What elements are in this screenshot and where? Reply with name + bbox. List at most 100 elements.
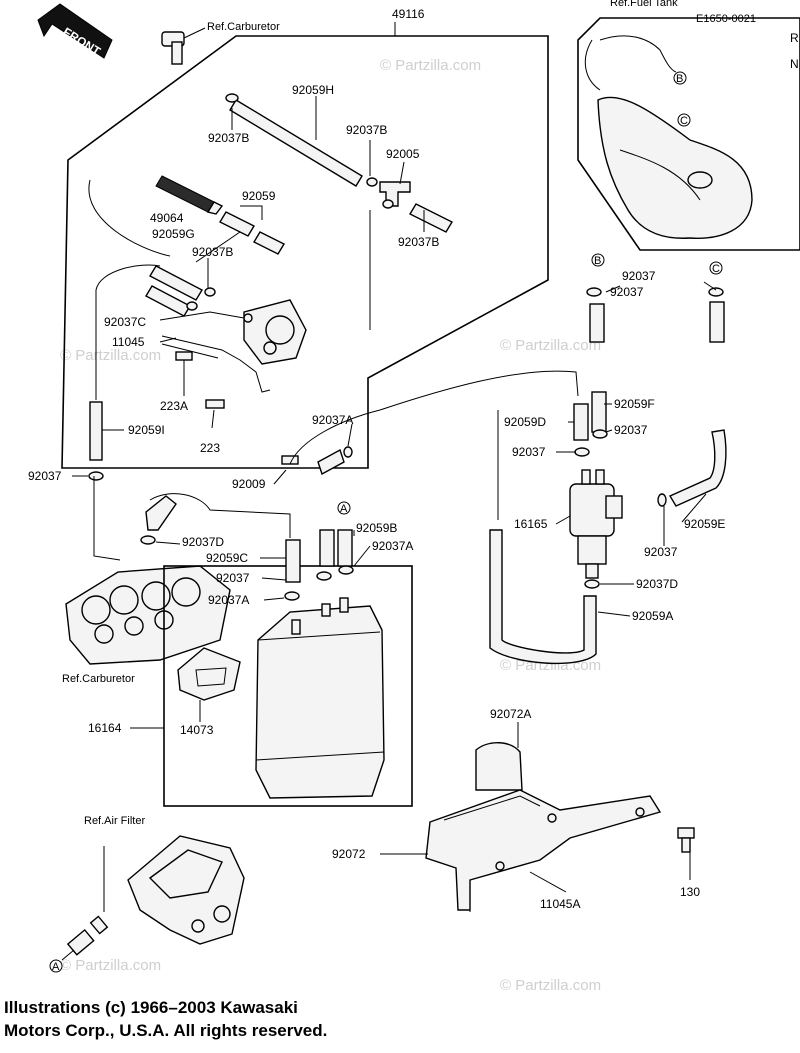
bolt-130 [677,827,695,853]
diagram-code: E1650-0021 [696,13,756,25]
leader-lines [61,22,717,961]
part-label-92037d: 92037D [636,577,678,591]
part-label-16164: 16164 [88,721,122,735]
part-label-92037: 92037 [622,269,656,283]
copyright-line-1: Illustrations (c) 1966–2003 Kawasaki [4,998,298,1017]
part-label-16165: 16165 [514,517,548,531]
hose-92059-b [253,231,285,255]
part-label-92059i: 92059I [128,423,165,437]
clamp [88,471,104,481]
clamp [284,591,300,601]
part-label-92072: 92072 [332,847,366,861]
watermark: © Partzilla.com [500,337,601,354]
part-label-92005: 92005 [386,147,420,161]
part-label-92037c: 92037C [104,315,146,329]
part-label-92059g: 92059G [152,227,195,241]
hose-short-92037a [317,448,345,476]
marker-a: A [340,503,348,515]
part-label-92009: 92009 [232,477,266,491]
hose-92059f [591,391,607,433]
marker-c: C [680,115,688,127]
part-label-92037: 92037 [28,469,62,483]
assembly-boundary [61,35,549,469]
part-label-92059d: 92059D [504,415,546,429]
watermark: © Partzilla.com [380,57,481,74]
part-label-92059f: 92059F [614,397,655,411]
air-filter-hose [66,915,109,956]
fuel-tank-drawing: B C [584,35,753,239]
canister-16164 [255,597,385,799]
clamp [225,93,239,103]
routing-line [149,493,291,538]
bolt-223a [175,351,193,382]
marker-b: B [676,73,683,85]
watermark-layer: © Partzilla.com © Partzilla.com © Partzi… [60,57,601,994]
part-label-92072a: 92072A [490,707,531,721]
canister-bracket [425,742,662,912]
clamp [592,429,608,439]
ref-carburetor-left-label: Ref.Carburetor [62,673,135,685]
bracket-11045 [161,335,271,393]
marker-b-hose: B [594,255,601,267]
part-label-92037a: 92037A [208,593,249,607]
hose-92059e [668,429,727,507]
part-label-92037: 92037 [614,423,648,437]
watermark: © Partzilla.com [500,977,601,994]
clamp [140,535,156,545]
clamp [584,579,600,589]
hose-92059i [89,401,103,461]
part-label-92037b: 92037B [346,123,387,137]
hose-tank-c [709,301,725,343]
copyright-line-2: Motors Corp., U.S.A. All rights reserved… [4,1021,328,1040]
hose-92059b-b [337,529,353,567]
bolt-223 [205,399,225,409]
routing-line [93,476,121,561]
watermark: © Partzilla.com [60,347,161,364]
duct-14073 [177,647,241,701]
hose-92059-a [219,211,255,237]
part-label-92059e: 92059E [684,517,725,531]
part-label-92037: 92037 [610,285,644,299]
routing-line [289,370,579,465]
part-label-92059h: 92059H [292,83,334,97]
part-label-92037a: 92037A [312,413,353,427]
hose-92059d [573,403,589,441]
fuel-tank-inset-boundary [577,17,800,251]
part-label-92037b: 92037B [192,245,233,259]
part-label-92059: 92059 [242,189,276,203]
part-label-92037: 92037 [644,545,678,559]
front-arrow-badge: FRONT [37,3,113,59]
hose-short [409,203,453,233]
part-label-92059b: 92059B [356,521,397,535]
fuel-pump [243,299,307,365]
part-label-92059a: 92059A [632,609,673,623]
clamp [586,287,602,297]
part-label-92059c: 92059C [206,551,248,565]
part-label-223a: 223A [160,399,188,413]
air-filter-housing [127,835,245,945]
part-label-92037a: 92037A [372,539,413,553]
part-label-92037b: 92037B [398,235,439,249]
routing-line [95,264,161,400]
clamp [186,301,198,311]
carburetor-top-connector [161,27,206,65]
part-label-11045: 11045 [112,335,145,349]
hose-tank-b [589,303,605,343]
part-label-92037: 92037 [512,445,546,459]
clamp [366,177,378,187]
t-fitting-92005 [379,181,411,209]
marker-c-hose: C [712,263,720,275]
part-label-11045a: 11045A [540,897,580,911]
hose-92059c [285,539,301,583]
part-label-223: 223 [200,441,220,455]
part-label-92037b: 92037B [208,131,249,145]
watermark: © Partzilla.com [60,957,161,974]
ref-air-filter-label: Ref.Air Filter [84,815,145,827]
carburetor-bank [65,495,231,665]
part-label-92037: 92037 [216,571,250,585]
marker-a-bottom: A [52,961,60,973]
hose-92059b-a [319,529,335,567]
part-label-49116: 49116 [392,7,425,21]
fuel-filter-16165 [569,469,623,579]
